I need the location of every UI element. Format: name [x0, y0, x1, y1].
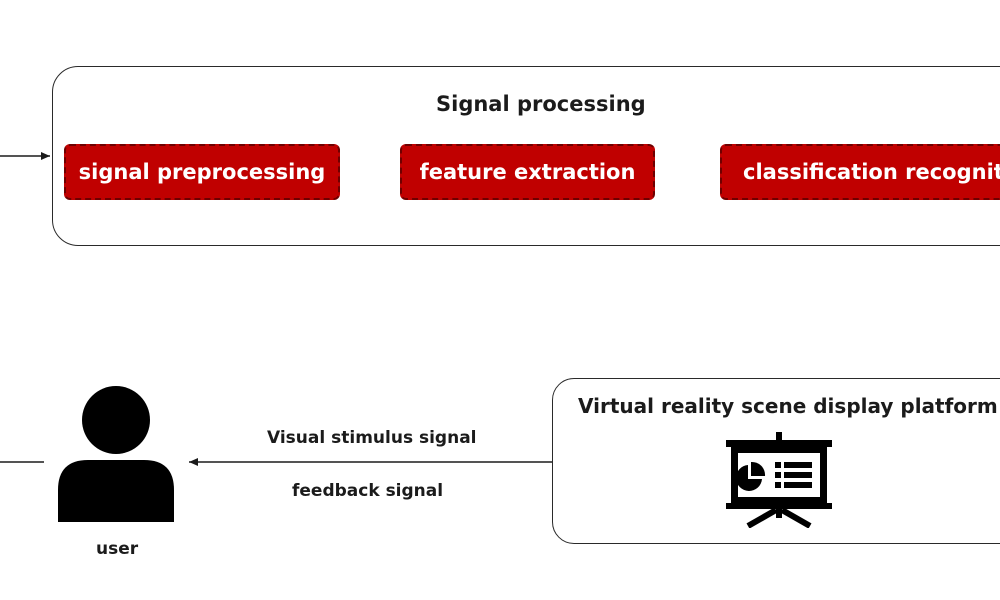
signal-preprocessing-label: signal preprocessing — [78, 160, 326, 184]
visual-stimulus-signal-label: Visual stimulus signal — [267, 428, 477, 448]
feedback-signal-label: feedback signal — [292, 481, 444, 501]
feature-extraction-label: feature extraction — [419, 160, 636, 184]
user-silhouette-icon — [58, 386, 174, 522]
presentation-board-icon — [726, 432, 832, 528]
signal-preprocessing-stage[interactable]: signal preprocessing — [64, 144, 340, 200]
classification-recognition-label: classification recognition — [743, 160, 1000, 184]
classification-recognition-stage[interactable]: classification recognition — [720, 144, 1000, 200]
user-label: user — [96, 539, 139, 559]
vr-platform-title: Virtual reality scene display platform — [578, 394, 998, 418]
signal-processing-title: Signal processing — [436, 92, 646, 116]
feature-extraction-stage[interactable]: feature extraction — [400, 144, 655, 200]
